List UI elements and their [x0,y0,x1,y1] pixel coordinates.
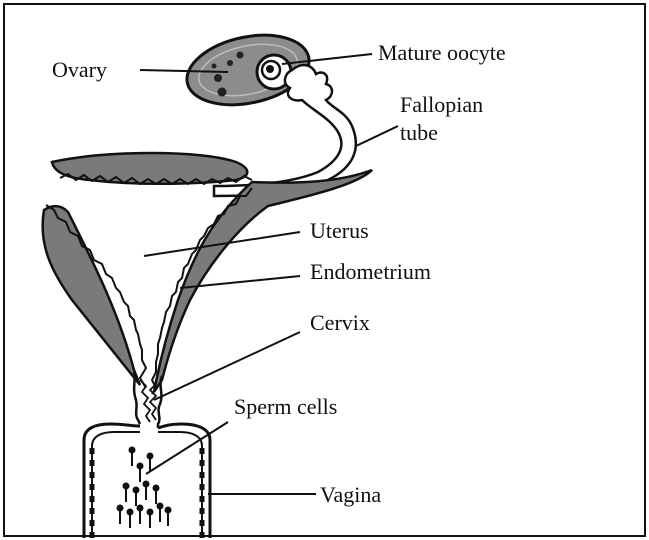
sperm-leader [146,422,228,474]
cervix-leader [154,332,300,400]
label-sperm-cells: Sperm cells [234,394,337,419]
label-fallopian-tube-line1: Fallopian [400,92,483,117]
uterus-horn [52,153,252,184]
label-vagina: Vagina [320,482,381,507]
label-endometrium: Endometrium [310,259,431,284]
label-uterus: Uterus [310,218,369,243]
uterus-left-wall [43,205,146,388]
label-cervix: Cervix [310,310,370,335]
label-fallopian-tube-line2: tube [400,120,438,145]
sperm-cells [118,448,171,529]
label-ovary: Ovary [52,57,107,82]
fallopian-leader [356,126,398,146]
label-mature-oocyte: Mature oocyte [378,40,506,65]
